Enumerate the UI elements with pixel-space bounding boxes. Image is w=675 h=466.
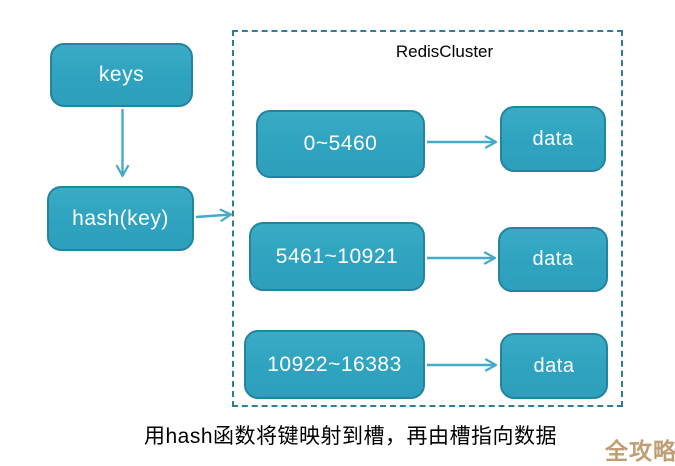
node-data-2: data — [498, 227, 608, 292]
node-slot-range-2: 5461~10921 — [249, 222, 425, 291]
caption: 用hash函数将键映射到槽，再由槽指向数据 — [143, 425, 558, 448]
arrow-hash-to-cluster — [195, 208, 233, 222]
cluster-title: RedisCluster — [395, 42, 494, 61]
watermark: 全攻略 — [605, 438, 675, 464]
redis-cluster-container: RedisCluster — [232, 30, 623, 407]
node-slot-range-1: 0~5460 — [256, 110, 425, 178]
node-slot-range-3: 10922~16383 — [244, 330, 425, 399]
node-hash-key: hash(key) — [47, 186, 194, 251]
node-keys: keys — [50, 43, 193, 107]
node-data-3: data — [500, 333, 608, 399]
node-data-1: data — [500, 106, 606, 172]
